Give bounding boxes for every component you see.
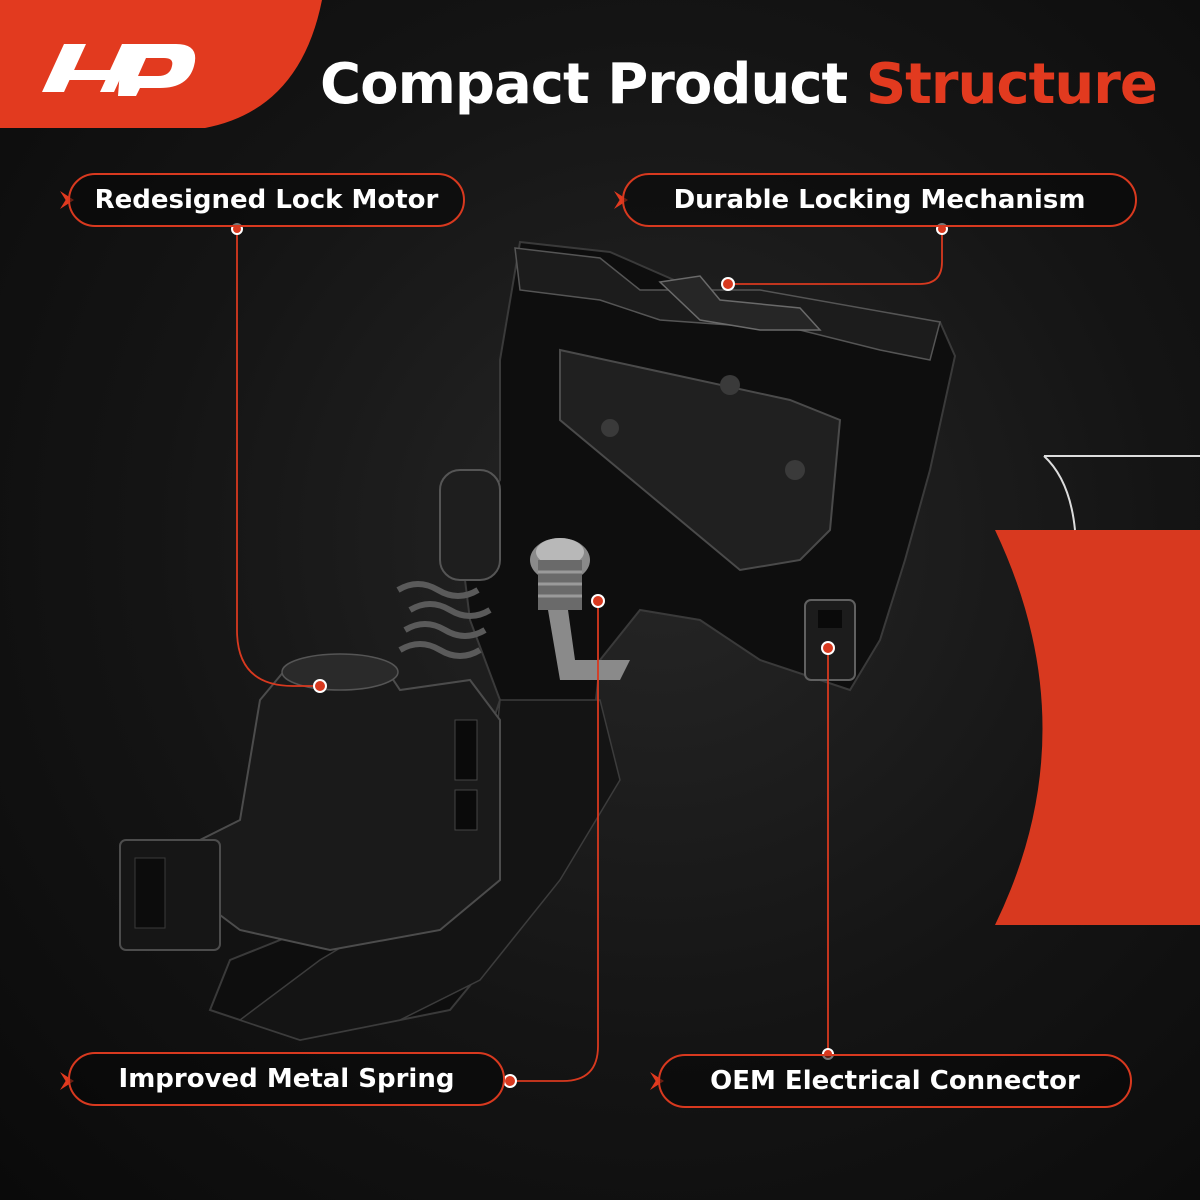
title-accent: Structure (865, 52, 1158, 117)
callout-metal-spring-label: Improved Metal Spring (118, 1064, 455, 1094)
callout-connector-label: OEM Electrical Connector (710, 1066, 1080, 1096)
callout-connector: OEM Electrical Connector (658, 1054, 1132, 1108)
brand-logo-icon (42, 44, 196, 96)
callout-lock-motor: Redesigned Lock Motor (68, 173, 465, 227)
leader-lines (236, 229, 943, 1082)
callout-lock-motor-label: Redesigned Lock Motor (94, 185, 439, 215)
callout-locking-mechanism: Durable Locking Mechanism (622, 173, 1137, 227)
logo-corner-shape (0, 0, 322, 128)
callout-locking-mechanism-label: Durable Locking Mechanism (673, 185, 1086, 215)
callout-metal-spring: Improved Metal Spring (68, 1052, 505, 1106)
door-lock-actuator-image (119, 240, 957, 1042)
right-red-arc (995, 530, 1200, 925)
title-main: Compact Product (320, 52, 866, 117)
page-title: Compact Product Structure (320, 52, 1180, 117)
